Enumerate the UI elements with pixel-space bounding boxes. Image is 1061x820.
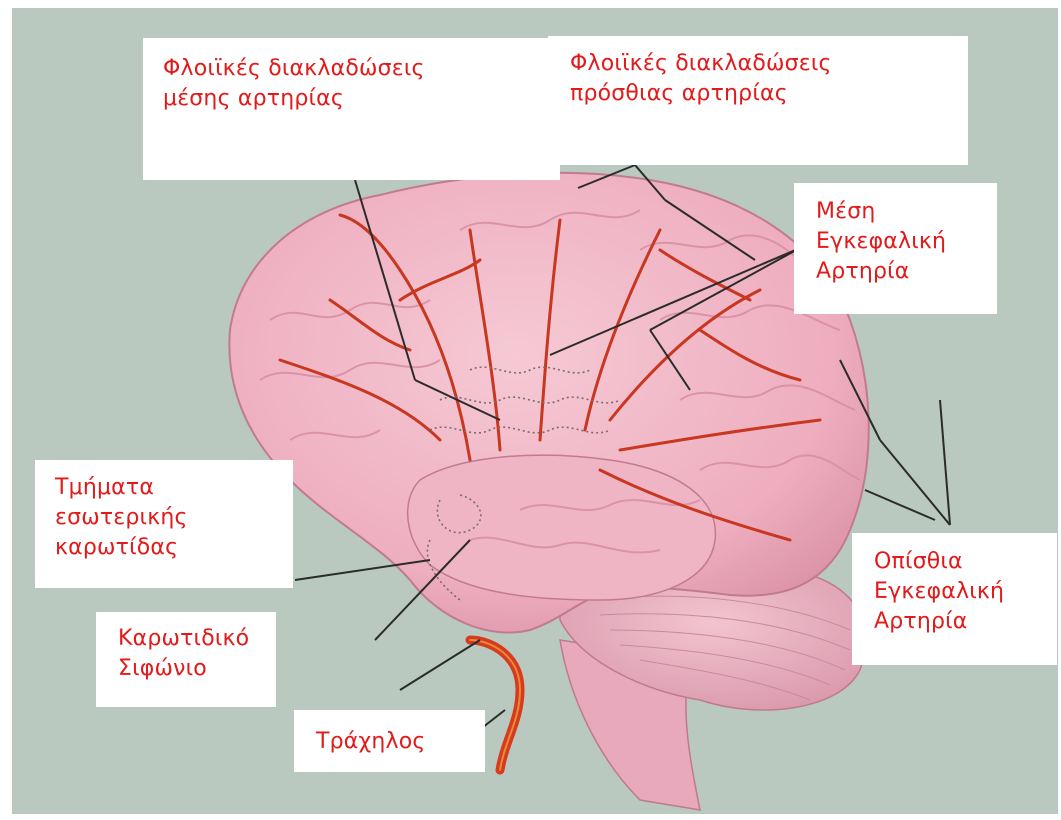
temporal-lobe <box>408 455 716 600</box>
label-line: μέσης αρτηρίας <box>163 84 560 114</box>
label-line: καρωτίδας <box>55 533 293 563</box>
label-neck: Τράχηλος <box>294 710 485 772</box>
label-line: Φλοιϊκές διακλαδώσεις <box>163 54 560 84</box>
label-middle-cerebral-artery: Μέση Εγκεφαλική Αρτηρία <box>794 183 997 314</box>
label-cortical-branches-middle-artery: Φλοιϊκές διακλαδώσεις μέσης αρτηρίας <box>143 38 560 180</box>
label-cortical-branches-anterior-artery: Φλοιϊκές διακλαδώσεις πρόσθιας αρτηρίας <box>548 36 968 165</box>
label-line: πρόσθιας αρτηρίας <box>570 79 968 109</box>
label-internal-carotid-segments: Τμήματα εσωτερικής καρωτίδας <box>35 460 293 588</box>
label-line: Εγκεφαλική <box>816 227 997 257</box>
label-line: Φλοιϊκές διακλαδώσεις <box>570 49 968 79</box>
label-line: Τράχηλος <box>316 727 485 757</box>
label-line: Καρωτιδικό <box>118 624 276 654</box>
label-carotid-siphon: Καρωτιδικό Σιφώνιο <box>96 612 276 707</box>
label-line: Εγκεφαλική <box>874 577 1057 607</box>
label-line: Αρτηρία <box>816 257 997 287</box>
label-line: Τμήματα <box>55 473 293 503</box>
label-line: Μέση <box>816 197 997 227</box>
label-line: Οπίσθια <box>874 547 1057 577</box>
label-posterior-cerebral-artery: Οπίσθια Εγκεφαλική Αρτηρία <box>852 533 1057 665</box>
label-line: Αρτηρία <box>874 607 1057 637</box>
label-line: Σιφώνιο <box>118 654 276 684</box>
label-line: εσωτερικής <box>55 503 293 533</box>
